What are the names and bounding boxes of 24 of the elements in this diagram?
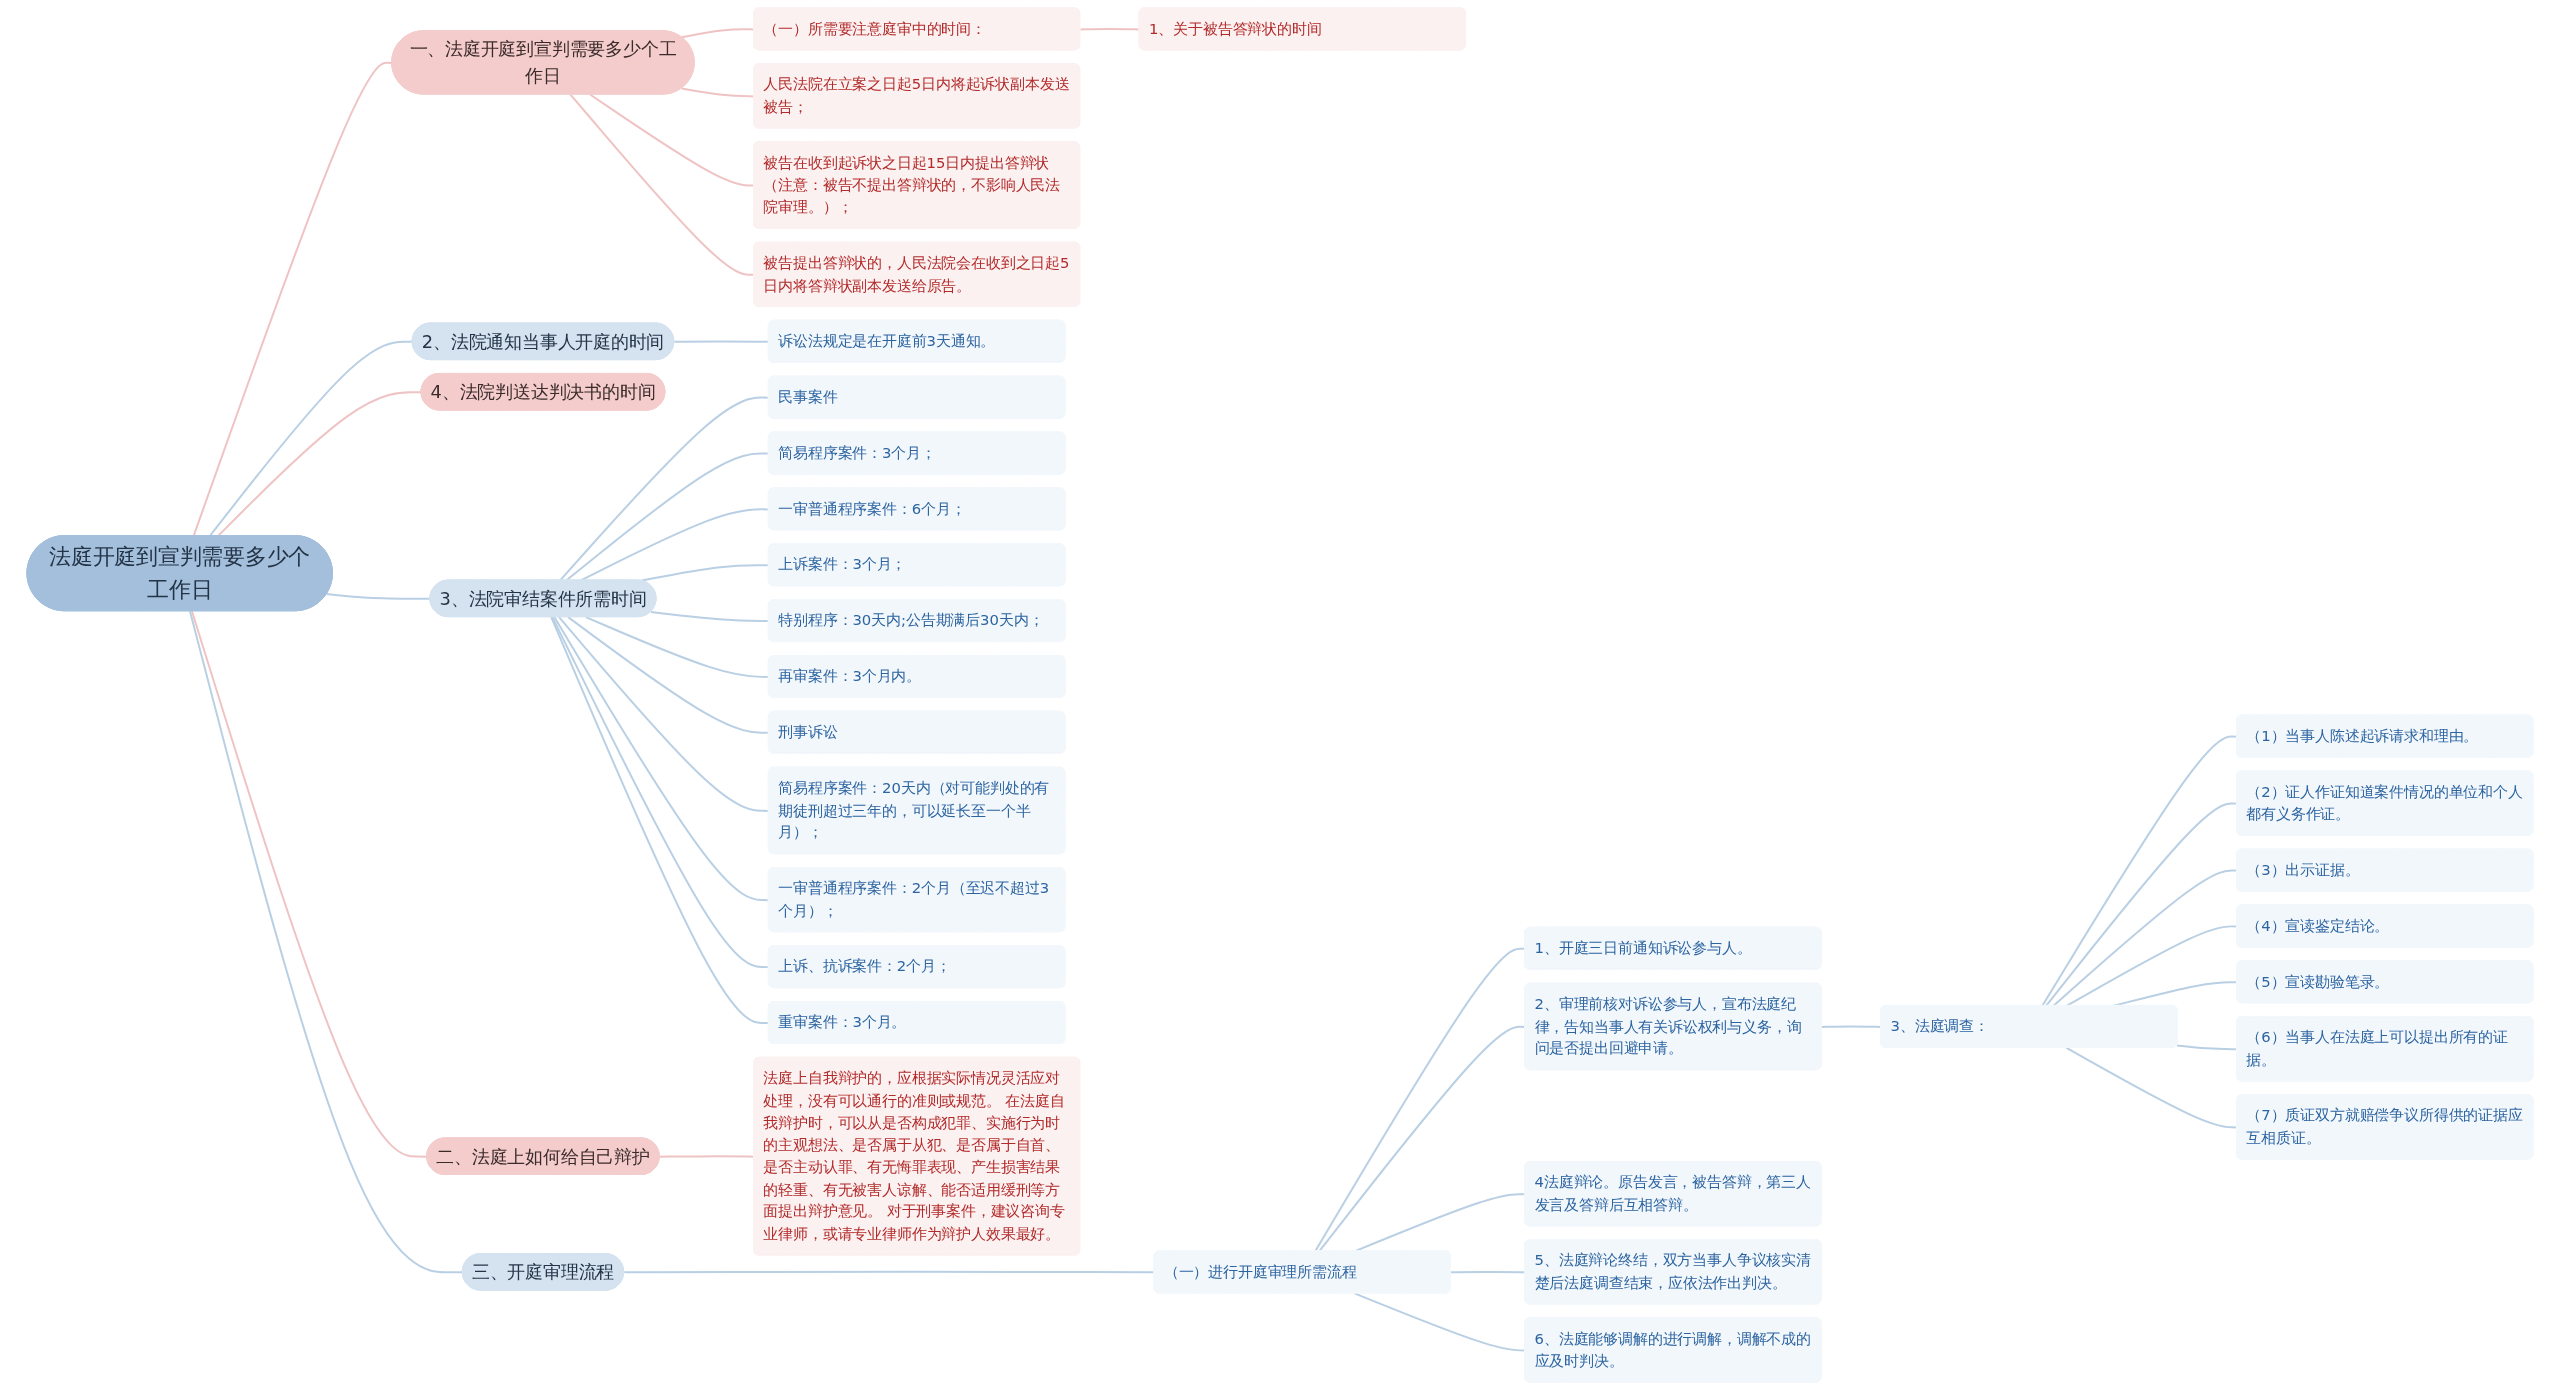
connector (325, 592, 432, 600)
connector (2175, 1044, 2238, 1051)
connector (569, 93, 755, 276)
connector (649, 611, 770, 623)
connector (2065, 925, 2238, 1007)
connector (589, 93, 755, 187)
connector (553, 616, 770, 902)
connector (639, 564, 770, 582)
connector (680, 87, 755, 98)
connector (584, 616, 770, 678)
connector (189, 610, 464, 1274)
connector (1079, 28, 1141, 31)
connector (558, 396, 770, 582)
connector (565, 452, 770, 582)
connector (2041, 735, 2238, 1007)
connector (680, 28, 755, 39)
connector (2065, 1046, 2238, 1129)
connector (673, 340, 770, 343)
connector (579, 508, 770, 582)
connector (567, 616, 770, 734)
connector (658, 1155, 755, 1158)
connector (2045, 802, 2238, 1007)
connector (558, 616, 770, 812)
connector (2052, 869, 2238, 1007)
